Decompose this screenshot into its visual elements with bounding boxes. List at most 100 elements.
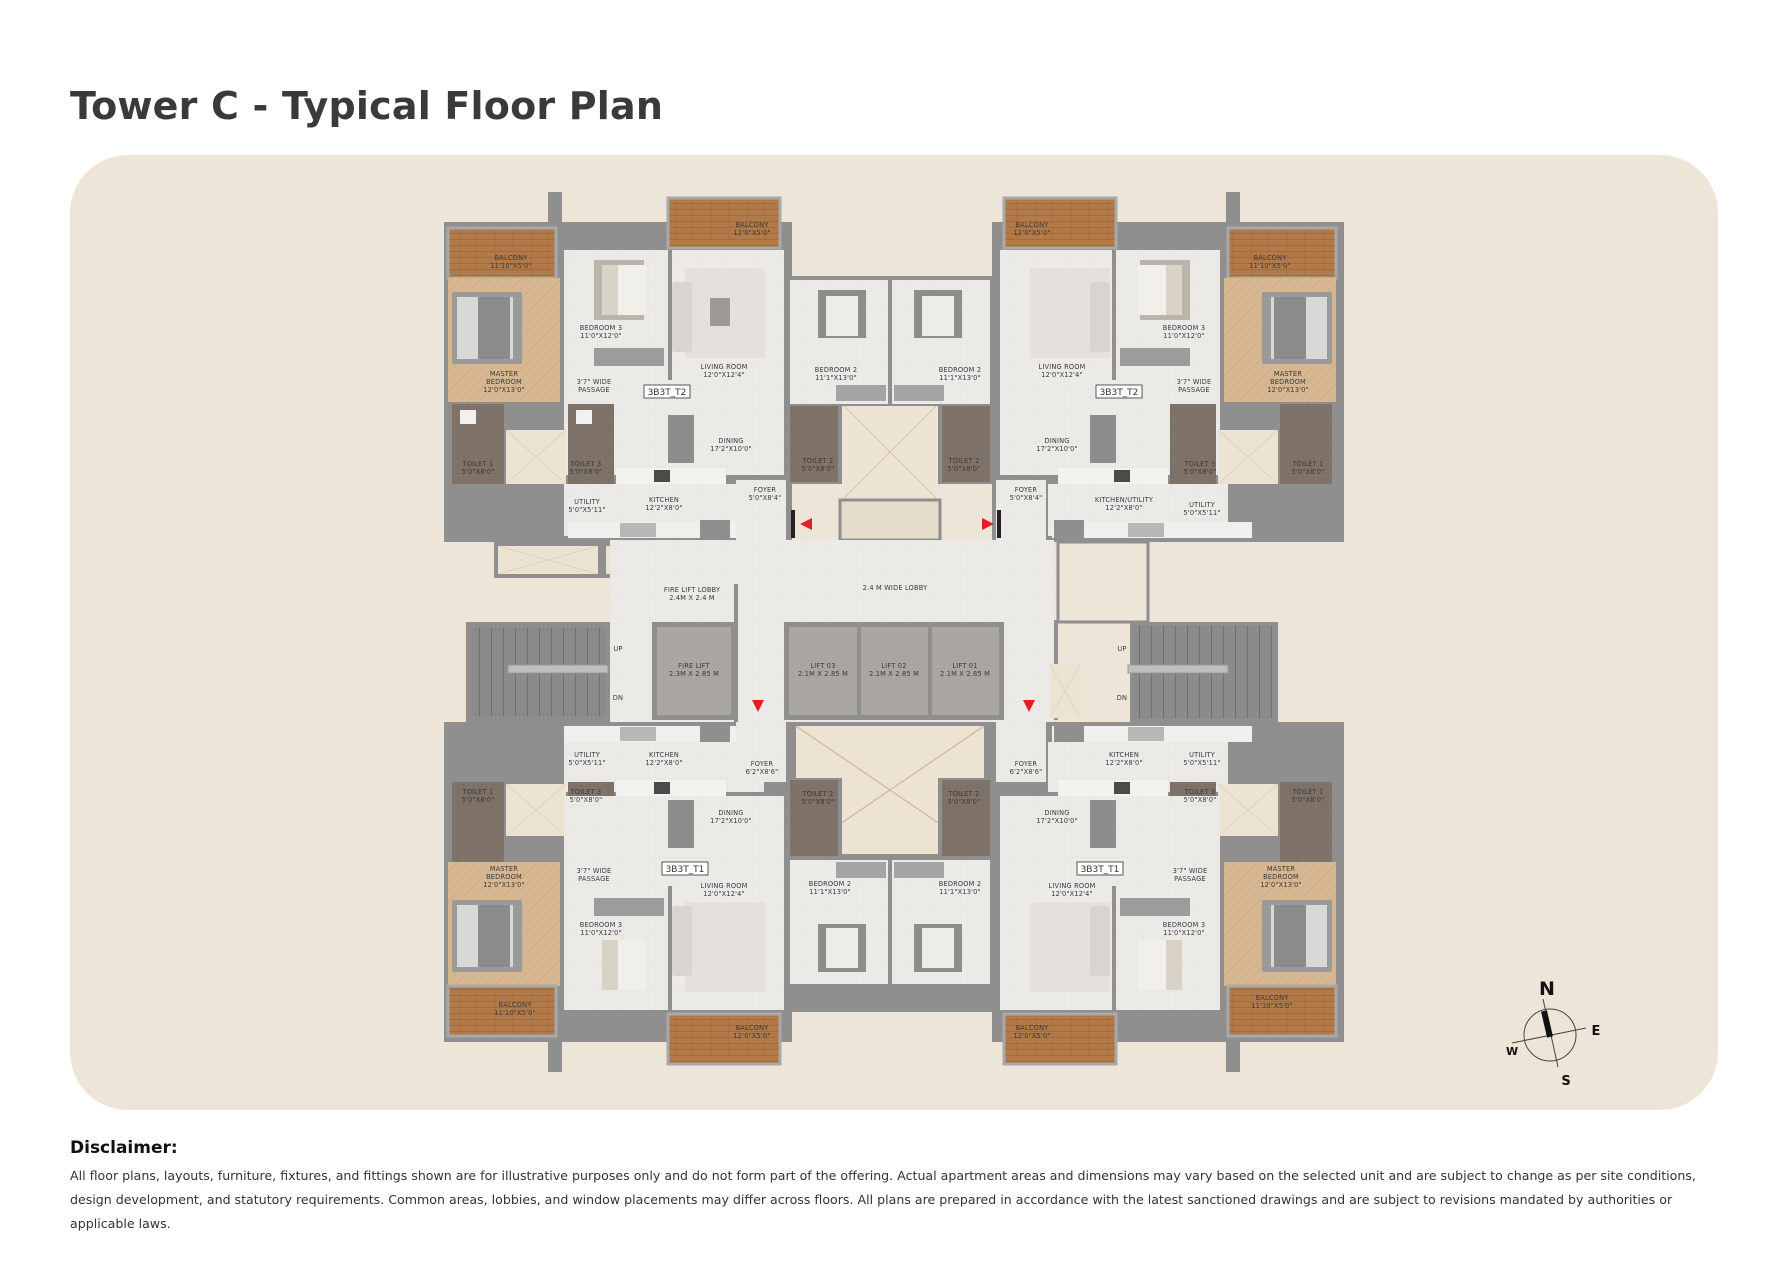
unit-tag (1076, 861, 1124, 876)
room-label: LIVING ROOM (700, 363, 747, 371)
room-label: TOILET 2 (802, 790, 834, 798)
room-label: MASTER (1274, 370, 1303, 378)
entry-arrow-icon (752, 700, 764, 712)
room-label: DINING (718, 437, 743, 445)
room-label: FOYER (1015, 760, 1038, 768)
unit-bottom-left: UTILITY 5'0"X5'11" KITCHEN 12'2"X8'0" FO… (444, 722, 792, 1072)
room-dim: 5'0"X8'0" (1184, 468, 1217, 476)
room-dim: 12'2"X8'0" (645, 759, 682, 767)
unit-tag-label: 3B3T_T2 (648, 388, 687, 398)
room-label: 3'7" WIDE (577, 867, 612, 875)
room-label: LIFT 01 (952, 662, 977, 670)
compass-east-label: E (1592, 1024, 1601, 1039)
room-label: BEDROOM 3 (580, 324, 623, 332)
unit-tag (661, 861, 709, 876)
room-label: TOILET 1 (462, 788, 494, 796)
room-dim: 11'0"X12'0" (1163, 332, 1205, 340)
room-dim: 5'0"X5'11" (1183, 759, 1220, 767)
core-lobby: UP DN FIRE LIFT LOBBY 2.4M X 2.4 M 2.4 M… (466, 540, 1278, 722)
room-label: LIVING ROOM (700, 882, 747, 890)
room-label: 3'7" WIDE (577, 378, 612, 386)
room-label: FOYER (751, 760, 774, 768)
unit-tag (643, 384, 691, 399)
room-label: UTILITY (1189, 751, 1216, 759)
room-dim: 5'0"X8'4" (749, 494, 782, 502)
compass-icon: N E S W (1506, 978, 1601, 1089)
room-label: TOILET 3 (1184, 788, 1216, 796)
room-dim: 12'0"X12'4" (1051, 890, 1093, 898)
stairs-up-label: UP (613, 645, 622, 653)
room-label: DINING (718, 809, 743, 817)
room-dim: 11'0"X12'0" (1163, 929, 1205, 937)
room-label: BALCONY (736, 221, 770, 229)
room-label: TOILET 1 (1292, 788, 1324, 796)
room-label: BALCONY (1016, 1024, 1050, 1032)
room-dim: 5'0"X8'4" (1010, 494, 1043, 502)
room-dim: 5'0"X8'0" (462, 796, 495, 804)
room-label: KITCHEN (1109, 751, 1139, 759)
room-dim: 6'2"X8'6" (746, 768, 779, 776)
room-dim: 12'0"X13'0" (1267, 386, 1309, 394)
room-dim: 12'0"X12'4" (1041, 371, 1083, 379)
room-label: BALCONY (1016, 221, 1050, 229)
room-label: UTILITY (574, 498, 601, 506)
disclaimer-text: All floor plans, layouts, furniture, fix… (70, 1168, 1696, 1231)
room-label: 3'7" WIDE (1173, 867, 1208, 875)
entry-arrow-icon (982, 518, 994, 530)
room-dim: 12'0"X5'0" (1013, 229, 1050, 237)
room-label: KITCHEN/UTILITY (1095, 496, 1154, 504)
stairs-up-label: UP (1117, 645, 1126, 653)
room-dim: 5'0"X8'0" (948, 798, 981, 806)
compass-west-label: W (1506, 1045, 1518, 1058)
room-dim: PASSAGE (578, 875, 610, 883)
room-label: LIFT 03 (810, 662, 835, 670)
room-dim: 5'0"X8'0" (1292, 796, 1325, 804)
unit-top-right: BALCONY 12'0"X5'0" BALCONY 11'10"X5'0" L… (982, 192, 1344, 542)
room-dim: 6'2"X8'6" (1010, 768, 1043, 776)
room-label: FIRE LIFT (678, 662, 710, 670)
room-label: BALCONY (1254, 254, 1288, 262)
room-dim: 12'2"X8'0" (645, 504, 682, 512)
room-dim: 12'2"X8'0" (1105, 504, 1142, 512)
room-dim: 2.3M X 2.85 M (669, 670, 719, 678)
compass-north-label: N (1539, 978, 1555, 1000)
room-label: LIFT 02 (881, 662, 906, 670)
lift-01 (932, 627, 999, 715)
room-label: BEDROOM (486, 378, 522, 386)
room-dim: PASSAGE (1174, 875, 1206, 883)
stairs-down-label: DN (613, 694, 623, 702)
room-label: FIRE LIFT LOBBY (664, 586, 721, 594)
room-label: BEDROOM 3 (1163, 921, 1206, 929)
room-label: BEDROOM (486, 873, 522, 881)
room-label: BALCONY (495, 254, 529, 262)
room-label: TOILET 1 (462, 460, 494, 468)
room-dim: 5'0"X8'0" (802, 465, 835, 473)
room-dim: 12'0"X13'0" (1260, 881, 1302, 889)
room-dim: 11'1"X13'0" (939, 374, 981, 382)
room-label: BALCONY (1256, 994, 1290, 1002)
room-dim: 17'2"X10'0" (710, 445, 752, 453)
room-dim: 2.1M X 2.85 M (798, 670, 848, 678)
stairs-down-label: DN (1117, 694, 1127, 702)
room-dim: 2.1M X 2.85 M (940, 670, 990, 678)
unit-bottom-right: FOYER 6'2"X8'6" KITCHEN 12'2"X8'0" UTILI… (992, 722, 1344, 1072)
room-label: 3'7" WIDE (1177, 378, 1212, 386)
room-dim: 12'0"X5'0" (1013, 1032, 1050, 1040)
room-dim: 5'0"X8'0" (1292, 468, 1325, 476)
room-dim: PASSAGE (1178, 386, 1210, 394)
room-label: MASTER (490, 865, 519, 873)
room-label: TOILET 1 (1292, 460, 1324, 468)
room-dim: 11'1"X13'0" (815, 374, 857, 382)
fire-lift (657, 627, 731, 715)
room-dim: 17'2"X10'0" (1036, 445, 1078, 453)
room-label: BEDROOM 2 (939, 366, 982, 374)
room-dim: 5'0"X5'11" (568, 759, 605, 767)
room-label: BALCONY (736, 1024, 770, 1032)
room-label: DINING (1044, 809, 1069, 817)
disclaimer: Disclaimer: All floor plans, layouts, fu… (70, 1138, 1710, 1236)
compass-south-label: S (1561, 1074, 1570, 1089)
room-dim: 12'0"X12'4" (703, 890, 745, 898)
room-label: BEDROOM 3 (1163, 324, 1206, 332)
room-dim: 5'0"X5'11" (568, 506, 605, 514)
room-dim: 12'0"X5'0" (733, 229, 770, 237)
